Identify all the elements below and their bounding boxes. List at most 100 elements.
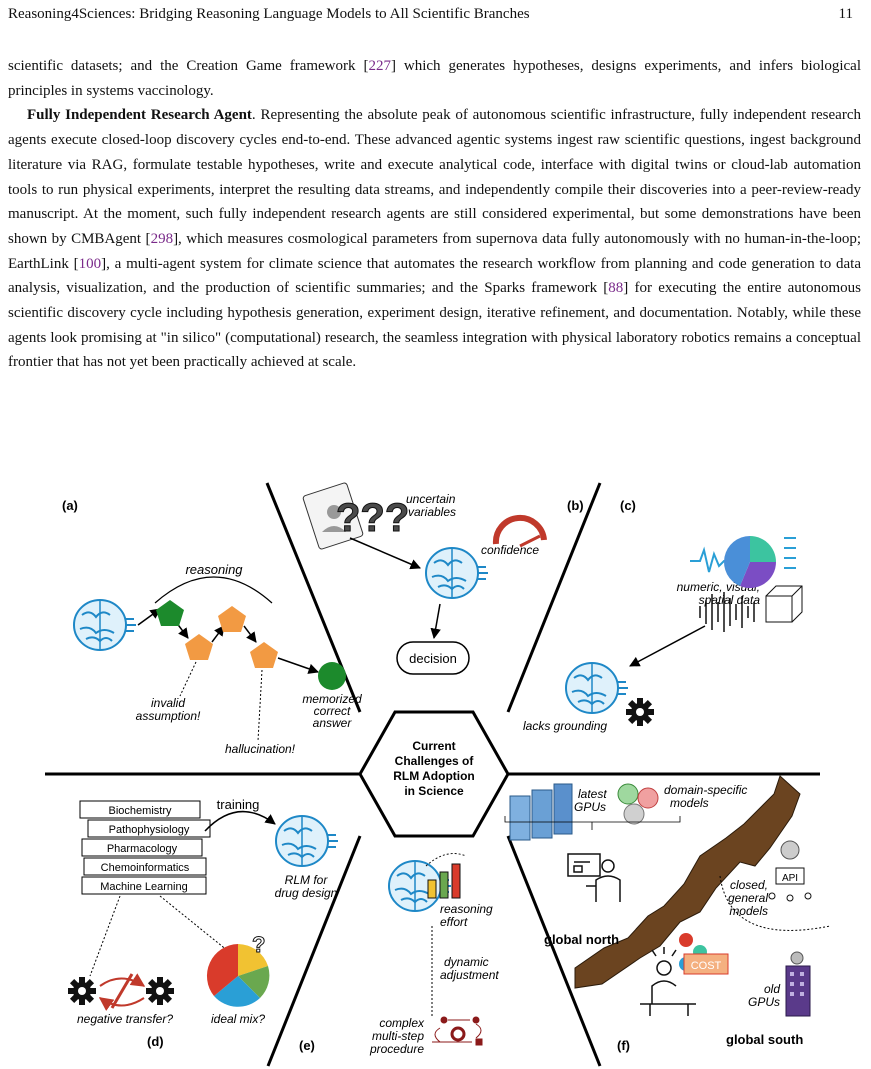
book-label: Machine Learning [100, 881, 187, 893]
gpu-label: latest [578, 787, 607, 801]
closed-models-label: general [728, 891, 768, 905]
text-span: ], which measures cosmological parameter… [8, 230, 861, 272]
cost-text: COST [691, 960, 722, 972]
panel-a: (a) reasoning invalid assumption! halluc… [62, 498, 362, 756]
effort-label: effort [440, 915, 468, 929]
center-line: Current [412, 739, 455, 753]
old-gpu-label: GPUs [748, 995, 780, 1009]
book-icon [79, 800, 201, 819]
decision-box [396, 641, 470, 675]
presenter-icon [567, 853, 621, 902]
stressed-person-icon [640, 947, 696, 1016]
book-icon [81, 876, 207, 895]
effort-label: reasoning [440, 902, 493, 916]
cost-icon: COST [679, 933, 729, 975]
panel-label: (e) [299, 1038, 315, 1053]
domain-brains-icon [617, 783, 659, 825]
running-header: Reasoning4Sciences: Bridging Reasoning L… [8, 6, 853, 26]
body-text: scientific datasets; and the Creation Ga… [8, 54, 861, 375]
book-label: Biochemistry [109, 805, 172, 817]
invalid-label: assumption! [136, 709, 201, 723]
negative-transfer-label: negative transfer? [77, 1012, 173, 1026]
center-line: RLM Adoption [393, 769, 475, 783]
panel-e: (e) reasoning effort dynamic adjustment … [299, 853, 499, 1056]
memorized-label: memorized [302, 692, 362, 706]
crack-divide [574, 775, 801, 989]
text-span: scientific datasets; and the Creation Ga… [8, 58, 369, 74]
api-icon: API [768, 840, 812, 902]
panel-b: (b) ??? uncertain variables confidence d… [302, 482, 584, 675]
pie-chart-icon [724, 536, 776, 588]
rlm-label: drug design [275, 886, 338, 900]
memorized-label: correct [314, 704, 351, 718]
running-title: Reasoning4Sciences: Bridging Reasoning L… [8, 6, 530, 22]
reasoning-brace [154, 576, 273, 604]
panel-label: (b) [567, 498, 584, 513]
answer-circle-icon [318, 662, 346, 690]
pentagon-green-icon [156, 600, 184, 626]
panel-f: (f) latest GPUs domain-specific models g… [504, 775, 831, 1053]
brain-icon [275, 815, 339, 867]
mix-pie-icon [206, 944, 270, 1007]
citation-link[interactable]: 100 [78, 255, 102, 272]
global-south-label: global south [726, 1032, 803, 1047]
confidence-label: confidence [481, 543, 539, 557]
brain-icon [425, 547, 489, 599]
closed-models-label: models [729, 904, 768, 918]
citation-link[interactable]: 88 [608, 280, 624, 297]
waveform-icon [690, 546, 734, 573]
reasoning-label: reasoning [185, 562, 243, 577]
question-mark-icon: ? [252, 932, 265, 957]
list-icon [784, 537, 796, 569]
panel-d: (d) Biochemistry Pathophysiology Pharmac… [68, 797, 339, 1049]
domain-label: domain-specific [664, 783, 747, 797]
complex-label: complex [379, 1016, 425, 1030]
book-icon [83, 857, 207, 876]
question-marks-icon: ??? [336, 496, 409, 540]
dynamic-label: dynamic [444, 955, 489, 969]
text-span: ], a multi-agent system for climate scie… [8, 255, 861, 297]
decision-label: decision [409, 651, 457, 666]
citation-link[interactable]: 298 [150, 230, 174, 247]
memorized-label: answer [313, 716, 353, 730]
training-label: training [217, 797, 260, 812]
gpu-label: GPUs [574, 800, 606, 814]
ideal-mix-label: ideal mix? [211, 1012, 265, 1026]
book-icon [87, 819, 211, 838]
cube-icon [765, 585, 803, 623]
pentagon-orange-icon [218, 606, 246, 632]
paragraph-2: Fully Independent Research Agent. Repres… [8, 103, 861, 375]
uncertain-label: variables [408, 505, 456, 519]
page-number: 11 [838, 6, 853, 22]
paragraph-1: scientific datasets; and the Creation Ga… [8, 54, 861, 103]
gear-icon [68, 977, 96, 1005]
center-line: Challenges of [395, 754, 475, 768]
brain-icon [73, 599, 137, 651]
procedure-icon [432, 1016, 483, 1046]
effort-bars-icon [425, 853, 467, 899]
domain-label: models [670, 796, 709, 810]
audio-wave-icon [699, 592, 755, 632]
rlm-label: RLM for [285, 873, 329, 887]
paragraph-heading: Fully Independent Research Agent [27, 107, 252, 124]
pentagon-orange-icon [185, 634, 213, 660]
panel-label: (c) [620, 498, 636, 513]
old-gpu-label: old [764, 982, 780, 996]
closed-models-label: closed, [730, 878, 768, 892]
panel-label: (a) [62, 498, 78, 513]
hallucination-label: hallucination! [225, 742, 296, 756]
figure: Current Challenges of RLM Adoption in Sc… [0, 476, 871, 1069]
complex-label: procedure [369, 1042, 424, 1056]
confidence-gauge-icon [492, 514, 547, 545]
book-label: Pharmacology [107, 843, 178, 855]
lacks-grounding-label: lacks grounding [523, 719, 607, 733]
pentagon-orange-icon [250, 642, 278, 668]
citation-link[interactable]: 227 [368, 58, 391, 74]
panel-c: (c) numeric, visual, spatial data lacks … [523, 498, 803, 733]
book-stack: Biochemistry Pathophysiology Pharmacolog… [79, 800, 211, 895]
gear-icon [626, 698, 654, 726]
api-text: API [782, 873, 798, 884]
old-gpu-icon [785, 951, 811, 1017]
book-label: Pathophysiology [109, 824, 190, 836]
center-title: Current Challenges of RLM Adoption in Sc… [393, 739, 475, 798]
